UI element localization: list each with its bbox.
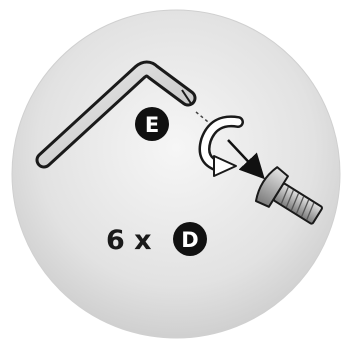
part-badge: D	[173, 222, 207, 256]
quantity-label: 6 x	[106, 225, 152, 256]
background-circle	[12, 10, 340, 338]
tool-badge: E	[135, 107, 169, 141]
tool-badge-label: E	[145, 113, 159, 137]
part-badge-label: D	[181, 228, 198, 252]
